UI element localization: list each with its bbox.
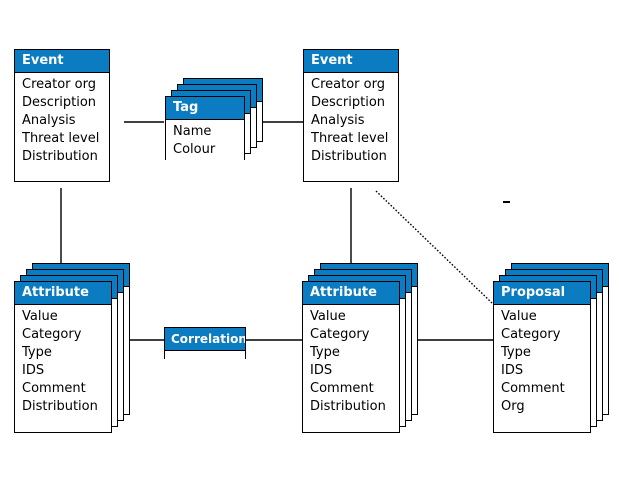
proposal-title: Proposal: [494, 282, 590, 305]
attribute-row: Analysis: [22, 113, 76, 128]
node-attribute-right[interactable]: Attribute Value Category Type IDS Commen…: [302, 263, 418, 433]
attribute-row: Org: [501, 399, 525, 414]
event-right-title: Event: [304, 50, 398, 73]
attribute-row: Analysis: [311, 113, 365, 128]
attribute-row: Type: [22, 345, 52, 360]
node-tag[interactable]: Tag Name Colour: [165, 78, 263, 161]
attribute-row: Distribution: [22, 149, 98, 164]
attribute-row: Distribution: [22, 399, 98, 414]
event-left-title: Event: [15, 50, 109, 73]
attribute-row: Comment: [501, 381, 565, 396]
correlation-card[interactable]: Correlation: [164, 327, 246, 359]
attribute-row: Threat level: [311, 131, 389, 146]
attribute-right-card[interactable]: Attribute Value Category Type IDS Commen…: [302, 281, 400, 433]
attribute-left-title: Attribute: [15, 282, 111, 305]
attribute-row: Category: [310, 327, 370, 342]
correlation-attributes: [165, 351, 245, 359]
attribute-row: Colour: [173, 142, 216, 157]
attribute-row: Type: [310, 345, 340, 360]
attribute-row: Value: [310, 309, 346, 324]
node-proposal[interactable]: Proposal Value Category Type IDS Comment…: [493, 263, 609, 433]
event-left-card[interactable]: Event Creator org Description Analysis T…: [14, 49, 110, 182]
attribute-row: Distribution: [311, 149, 387, 164]
node-attribute-left[interactable]: Attribute Value Category Type IDS Commen…: [14, 263, 130, 433]
node-event-left[interactable]: Event Creator org Description Analysis T…: [14, 49, 110, 182]
attribute-row: Comment: [22, 381, 86, 396]
attribute-row: Category: [22, 327, 82, 342]
tag-title: Tag: [166, 97, 244, 120]
correlation-title: Correlation: [165, 328, 245, 351]
proposal-card[interactable]: Proposal Value Category Type IDS Comment…: [493, 281, 591, 433]
attribute-row: Category: [501, 327, 561, 342]
node-event-right[interactable]: Event Creator org Description Analysis T…: [303, 49, 399, 182]
event-right-card[interactable]: Event Creator org Description Analysis T…: [303, 49, 399, 182]
attribute-right-title: Attribute: [303, 282, 399, 305]
attribute-row: Name: [173, 124, 212, 139]
attribute-row: Type: [501, 345, 531, 360]
attribute-row: IDS: [310, 363, 333, 378]
node-correlation[interactable]: Correlation: [164, 327, 246, 359]
tag-card[interactable]: Tag Name Colour: [165, 96, 245, 161]
event-right-attributes: Creator org Description Analysis Threat …: [304, 73, 398, 168]
attribute-row: Distribution: [310, 399, 386, 414]
attribute-row: Description: [22, 95, 97, 110]
attribute-right-attributes: Value Category Type IDS Comment Distribu…: [303, 305, 399, 418]
proposal-attributes: Value Category Type IDS Comment Org: [494, 305, 590, 418]
attribute-left-attributes: Value Category Type IDS Comment Distribu…: [15, 305, 111, 418]
event-left-attributes: Creator org Description Analysis Threat …: [15, 73, 109, 168]
attribute-row: Value: [501, 309, 537, 324]
attribute-row: Creator org: [22, 77, 96, 92]
attribute-row: Description: [311, 95, 386, 110]
tag-attributes: Name Colour: [166, 120, 244, 161]
attribute-row: Threat level: [22, 131, 100, 146]
attribute-left-card[interactable]: Attribute Value Category Type IDS Commen…: [14, 281, 112, 433]
stray-dash-artifact: [503, 201, 510, 203]
attribute-row: Creator org: [311, 77, 385, 92]
attribute-row: IDS: [501, 363, 524, 378]
attribute-row: Value: [22, 309, 58, 324]
attribute-row: IDS: [22, 363, 45, 378]
attribute-row: Comment: [310, 381, 374, 396]
